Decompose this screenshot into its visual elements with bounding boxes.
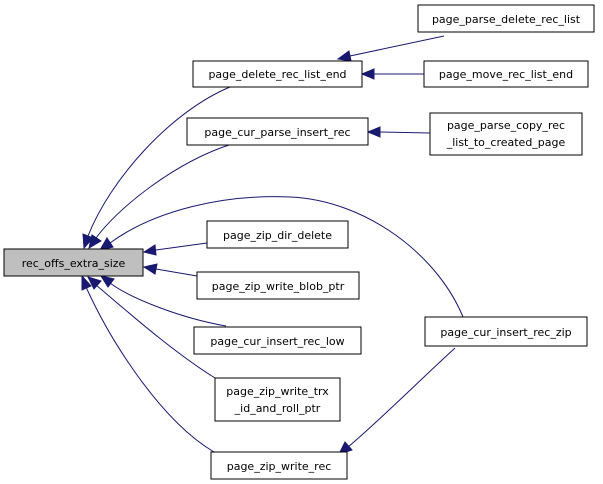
edges [81, 35, 466, 455]
edge-page-parse-delete-rec-list [349, 35, 445, 57]
node-label: page_parse_delete_rec_list [432, 13, 581, 26]
edge-page-cur-insert-rec-zip-write-rec [347, 347, 456, 448]
node-page-delete-rec-list-end[interactable]: page_delete_rec_list_end [192, 60, 363, 88]
node-rec-offs-extra-size[interactable]: rec_offs_extra_size [3, 248, 144, 277]
node-page-zip-write-blob-ptr[interactable]: page_zip_write_blob_ptr [196, 271, 360, 300]
node-page-move-rec-list-end[interactable]: page_move_rec_list_end [423, 60, 589, 88]
node-label: rec_offs_extra_size [22, 257, 126, 270]
node-page-parse-delete-rec-list[interactable]: page_parse_delete_rec_list [417, 4, 595, 33]
node-label-line-1: page_parse_copy_rec [447, 119, 565, 132]
edge-page-parse-copy-rec-list [379, 131, 431, 134]
edge-page-zip-write-blob-ptr [155, 268, 198, 277]
node-label: page_cur_insert_rec_zip [440, 326, 571, 339]
node-label: page_zip_write_blob_ptr [212, 280, 345, 293]
edge-page-cur-parse-insert-rec [95, 143, 233, 239]
node-page-cur-parse-insert-rec[interactable]: page_cur_parse_insert_rec [186, 117, 369, 146]
node-label: page_zip_write_rec [227, 460, 332, 473]
node-page-zip-write-trx-id-and-roll-ptr[interactable]: page_zip_write_trx _id_and_roll_ptr [214, 377, 341, 422]
edge-page-zip-write-trx-id-and-roll-ptr [95, 284, 216, 379]
edge-page-zip-write-rec [85, 286, 215, 453]
node-page-zip-dir-delete[interactable]: page_zip_dir_delete [206, 220, 349, 249]
node-label: page_cur_parse_insert_rec [204, 126, 350, 139]
node-page-zip-write-rec[interactable]: page_zip_write_rec [210, 451, 348, 480]
node-label-line-1: page_zip_write_trx [226, 385, 329, 398]
edge-page-cur-insert-rec-zip-root [109, 196, 466, 323]
node-label: page_delete_rec_list_end [208, 68, 346, 81]
edge-page-cur-insert-rec-low [109, 282, 227, 327]
node-label: page_move_rec_list_end [439, 68, 573, 81]
node-page-parse-copy-rec-list-to-created-page[interactable]: page_parse_copy_rec _list_to_created_pag… [429, 112, 583, 156]
node-page-cur-insert-rec-zip[interactable]: page_cur_insert_rec_zip [424, 316, 588, 347]
edge-page-delete-rec-list-end [87, 86, 231, 237]
node-label-line-2: _list_to_created_page [446, 136, 566, 149]
node-label: page_zip_dir_delete [223, 229, 332, 242]
node-label-line-2: _id_and_roll_ptr [234, 402, 321, 415]
edge-page-zip-dir-delete [155, 242, 208, 251]
node-page-cur-insert-rec-low[interactable]: page_cur_insert_rec_low [193, 326, 362, 355]
node-label: page_cur_insert_rec_low [210, 335, 344, 348]
